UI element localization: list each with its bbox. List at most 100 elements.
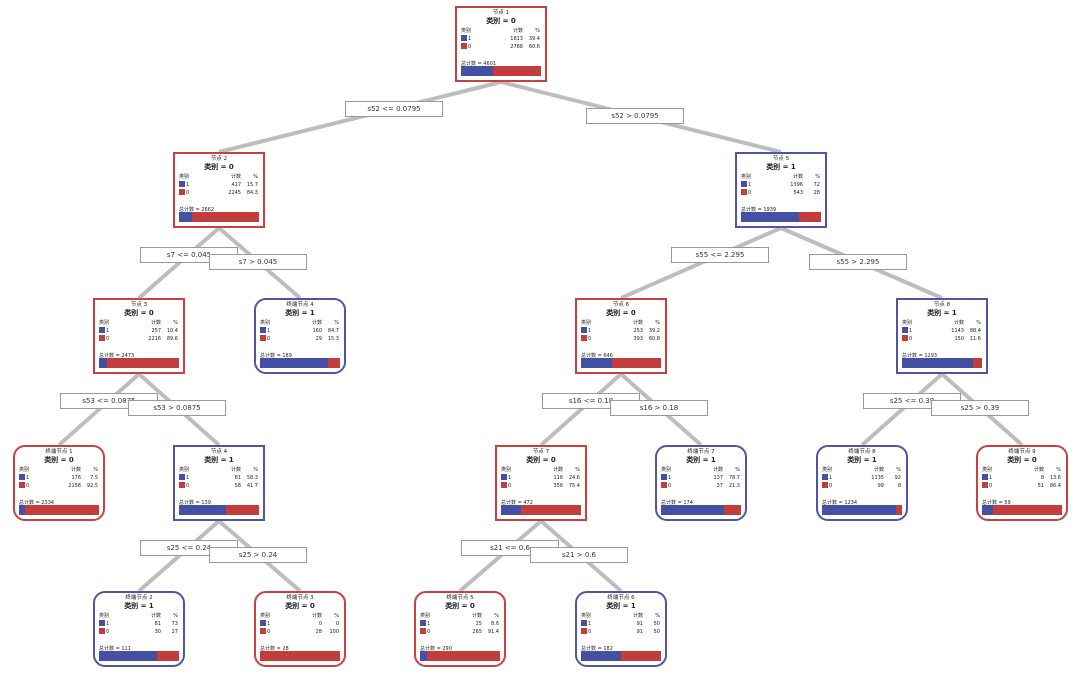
- bar-segment-class-1: [661, 505, 724, 515]
- percent-value: 58.3: [246, 475, 258, 481]
- node-title: 终端节点 2: [125, 595, 153, 601]
- node-title: 节点 6: [612, 302, 630, 308]
- stats-category: 1: [902, 327, 912, 335]
- count-value: 160: [312, 328, 322, 334]
- category-value: 0: [668, 483, 672, 489]
- class-distribution-bar: [741, 212, 821, 222]
- edge-n1-n2: [218, 80, 502, 154]
- category-header: 类别: [581, 613, 592, 619]
- percent-value: 21.3: [728, 483, 740, 489]
- node-class-label: 类别 = 1: [847, 456, 877, 464]
- total-value: 111: [121, 646, 131, 652]
- count-header: 计数: [150, 320, 161, 326]
- node-class-label: 类别 = 0: [204, 163, 234, 171]
- class-swatch: [19, 482, 25, 488]
- category-header: 类别: [822, 467, 833, 473]
- node-total: 总计数 = 1293: [902, 353, 937, 359]
- class-swatch: [982, 474, 988, 480]
- category-header: 类别: [260, 613, 271, 619]
- count-value: 99: [877, 483, 884, 489]
- category-header: 类别: [420, 613, 431, 619]
- split-label: s16 > 0.18: [610, 400, 708, 416]
- category-value: 0: [427, 629, 431, 635]
- category-value: 1: [468, 36, 472, 42]
- bar-segment-class-0: [25, 505, 99, 515]
- total-prefix: 总计数 =: [99, 353, 122, 359]
- percent-header: %: [253, 467, 258, 473]
- category-value: 0: [468, 44, 472, 50]
- edge-n8-t8: [860, 372, 944, 447]
- count-header: 计数: [1033, 467, 1044, 473]
- class-swatch: [581, 335, 587, 341]
- category-value: 1: [588, 328, 592, 334]
- percent-header: %: [655, 613, 660, 619]
- stats-category: 0: [822, 482, 832, 490]
- percent-value: 72: [813, 182, 820, 188]
- count-header: 计数: [712, 467, 723, 473]
- category-header: 类别: [260, 320, 271, 326]
- category-value: 1: [186, 475, 190, 481]
- bar-segment-class-1: [501, 505, 521, 515]
- node-total: 总计数 = 646: [581, 353, 613, 359]
- class-swatch: [260, 628, 266, 634]
- percent-value: 86.4: [1049, 483, 1061, 489]
- count-value: 137: [713, 475, 723, 481]
- class-swatch: [501, 482, 507, 488]
- percent-header: %: [976, 320, 981, 326]
- node-title: 节点 1: [492, 10, 510, 16]
- percent-header: %: [253, 174, 258, 180]
- node-total: 总计数 = 4601: [461, 61, 496, 67]
- class-distribution-bar: [260, 358, 340, 368]
- split-label: s7 > 0.045: [209, 254, 307, 270]
- category-value: 1: [829, 475, 833, 481]
- count-header: 计数: [230, 467, 241, 473]
- percent-header: %: [334, 320, 339, 326]
- category-value: 0: [588, 336, 592, 342]
- stats-category: 0: [260, 335, 270, 343]
- bar-segment-class-0: [992, 505, 1062, 515]
- percent-header: %: [173, 320, 178, 326]
- total-prefix: 总计数 =: [420, 646, 443, 652]
- class-swatch: [501, 474, 507, 480]
- edge-n6-n7: [539, 372, 623, 447]
- stats-category: 0: [260, 628, 270, 636]
- stats-category: 1: [420, 620, 430, 628]
- stats-category: 0: [902, 335, 912, 343]
- node-total: 总计数 = 290: [420, 646, 452, 652]
- stats-header: 类别计数%: [19, 466, 98, 474]
- total-value: 1939: [763, 207, 777, 213]
- bar-segment-class-0: [492, 66, 541, 76]
- category-value: 1: [267, 328, 271, 334]
- node-title: 节点 2: [210, 156, 228, 162]
- total-value: 4601: [483, 61, 497, 67]
- category-value: 0: [829, 483, 833, 489]
- total-value: 28: [282, 646, 289, 652]
- stats-category: 0: [982, 482, 992, 490]
- node-title: 节点 5: [772, 156, 790, 162]
- stats-category: 0: [501, 482, 511, 490]
- total-value: 1234: [844, 500, 858, 506]
- count-value: 91: [636, 629, 643, 635]
- node-class-label: 类别 = 0: [285, 602, 315, 610]
